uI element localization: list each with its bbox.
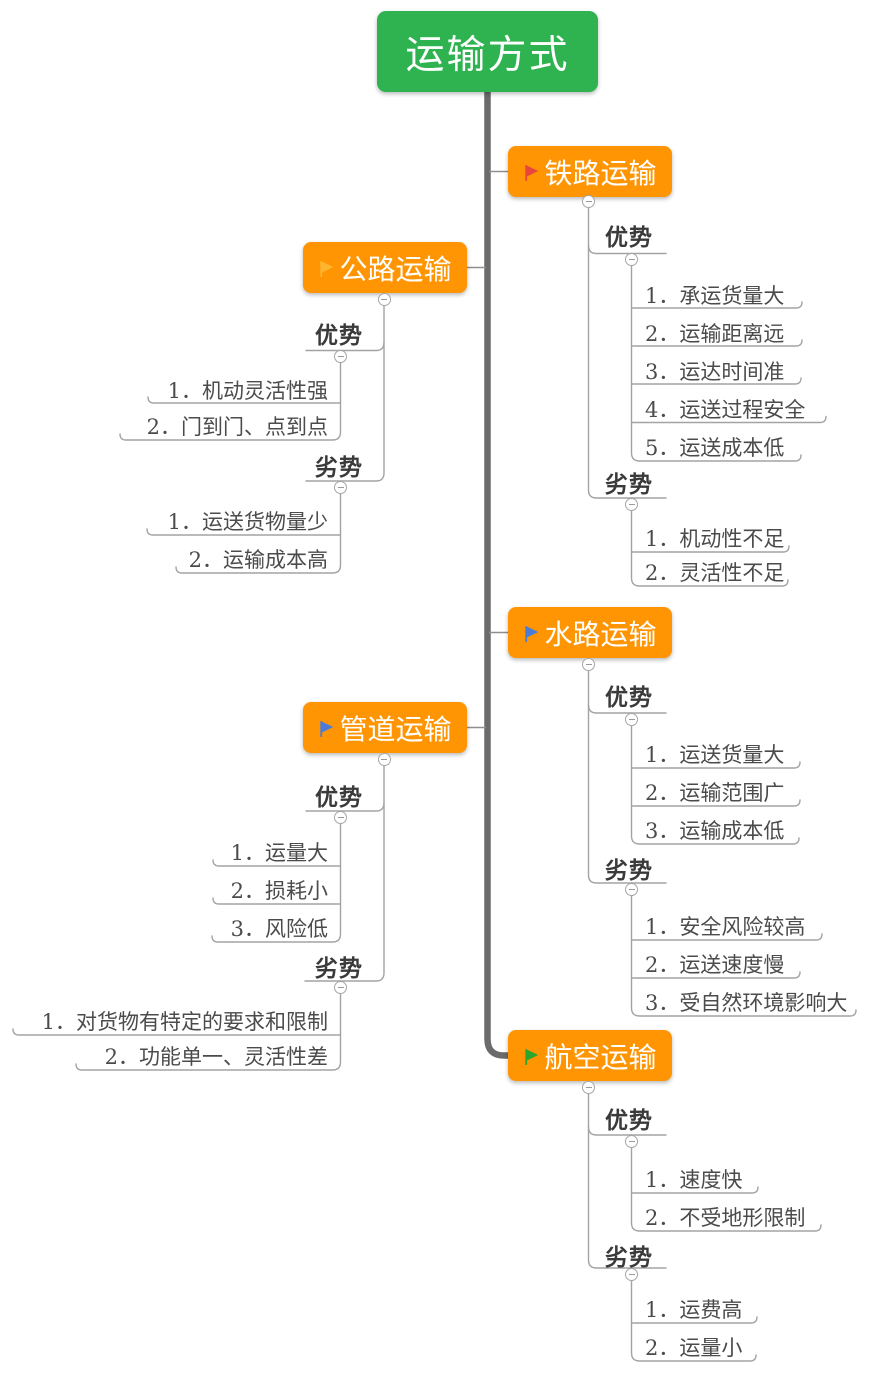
- advantages-label[interactable]: 优势: [605, 224, 653, 251]
- disadvantage-item[interactable]: 2．运输成本高: [188, 548, 328, 572]
- collapse-control[interactable]: [334, 350, 347, 363]
- disadvantage-item[interactable]: 2．运量小: [645, 1336, 743, 1360]
- collapse-control[interactable]: [582, 657, 595, 671]
- collapse-control[interactable]: [582, 194, 595, 208]
- collapse-control[interactable]: [334, 811, 347, 824]
- sub-branch-lines: [12, 196, 857, 1362]
- root-topic[interactable]: 运输方式: [377, 11, 598, 92]
- advantage-item[interactable]: 3．风险低: [230, 917, 328, 941]
- disadvantage-item[interactable]: 1．机动性不足: [645, 527, 785, 551]
- branch-node-road[interactable]: 公路运输: [303, 242, 467, 293]
- advantage-item[interactable]: 1．承运货量大: [645, 284, 785, 308]
- branch-node-pipeline[interactable]: 管道运输: [303, 702, 467, 753]
- trunk-line: [484, 88, 512, 1059]
- collapse-control[interactable]: [625, 498, 638, 511]
- flag-icon-red: [525, 164, 539, 181]
- flag-icon-green: [525, 1048, 539, 1065]
- advantage-item[interactable]: 2．损耗小: [230, 879, 328, 903]
- branch-node-railway[interactable]: 铁路运输: [508, 146, 672, 197]
- flag-icon-blue: [320, 720, 334, 737]
- advantage-item[interactable]: 5．运送成本低: [645, 436, 785, 460]
- advantage-item[interactable]: 3．运达时间准: [645, 360, 785, 384]
- collapse-control[interactable]: [625, 713, 638, 726]
- disadvantages-label[interactable]: 劣势: [605, 1244, 653, 1271]
- advantage-item[interactable]: 2．门到门、点到点: [146, 415, 328, 439]
- disadvantages-label[interactable]: 劣势: [315, 454, 363, 481]
- flag-icon-orange: [320, 260, 334, 277]
- collapse-control[interactable]: [582, 1081, 595, 1094]
- branch-label: 水路运输: [544, 617, 657, 651]
- advantages-label[interactable]: 优势: [315, 784, 363, 811]
- flag-icon-blue: [525, 625, 539, 642]
- advantage-item[interactable]: 4．运送过程安全: [645, 398, 806, 422]
- advantage-item[interactable]: 2．不受地形限制: [645, 1206, 806, 1230]
- collapse-control[interactable]: [625, 1268, 638, 1281]
- disadvantages-label[interactable]: 劣势: [315, 955, 363, 982]
- collapse-control[interactable]: [625, 1135, 638, 1148]
- collapse-control[interactable]: [334, 480, 347, 494]
- advantage-item[interactable]: 3．运输成本低: [645, 819, 785, 843]
- collapse-control[interactable]: [625, 883, 638, 896]
- disadvantage-item[interactable]: 2．灵活性不足: [645, 561, 785, 585]
- disadvantage-item[interactable]: 1．运费高: [645, 1298, 743, 1322]
- advantage-item[interactable]: 1．机动灵活性强: [167, 379, 328, 403]
- advantage-item[interactable]: 1．运量大: [230, 841, 328, 865]
- disadvantage-item[interactable]: 3．受自然环境影响大: [645, 991, 848, 1015]
- advantage-item[interactable]: 2．运输距离远: [645, 322, 785, 346]
- disadvantage-item[interactable]: 2．功能单一、灵活性差: [104, 1045, 328, 1069]
- disadvantage-item[interactable]: 2．运送速度慢: [645, 953, 785, 977]
- disadvantages-label[interactable]: 劣势: [605, 857, 653, 884]
- collapse-control[interactable]: [334, 980, 347, 994]
- advantage-item[interactable]: 1．运送货量大: [645, 743, 785, 767]
- branch-label: 铁路运输: [544, 156, 657, 190]
- disadvantage-item[interactable]: 1．安全风险较高: [645, 915, 806, 939]
- advantages-label[interactable]: 优势: [315, 322, 363, 349]
- advantage-item[interactable]: 1．速度快: [645, 1168, 743, 1192]
- disadvantage-item[interactable]: 1．对货物有特定的要求和限制: [41, 1010, 328, 1034]
- advantages-label[interactable]: 优势: [605, 1107, 653, 1134]
- disadvantages-label[interactable]: 劣势: [605, 471, 653, 498]
- collapse-control[interactable]: [377, 753, 391, 766]
- branch-label: 航空运输: [544, 1040, 657, 1074]
- branch-node-air[interactable]: 航空运输: [508, 1030, 672, 1081]
- branch-label: 公路运输: [339, 252, 452, 286]
- advantage-item[interactable]: 2．运输范围广: [645, 781, 785, 805]
- branch-node-water[interactable]: 水路运输: [508, 607, 672, 658]
- node-connectors: [466, 170, 509, 729]
- branch-label: 管道运输: [339, 712, 452, 746]
- advantages-label[interactable]: 优势: [605, 684, 653, 711]
- collapse-control[interactable]: [625, 253, 638, 266]
- disadvantage-item[interactable]: 1．运送货物量少: [167, 510, 328, 534]
- collapse-control[interactable]: [377, 292, 391, 306]
